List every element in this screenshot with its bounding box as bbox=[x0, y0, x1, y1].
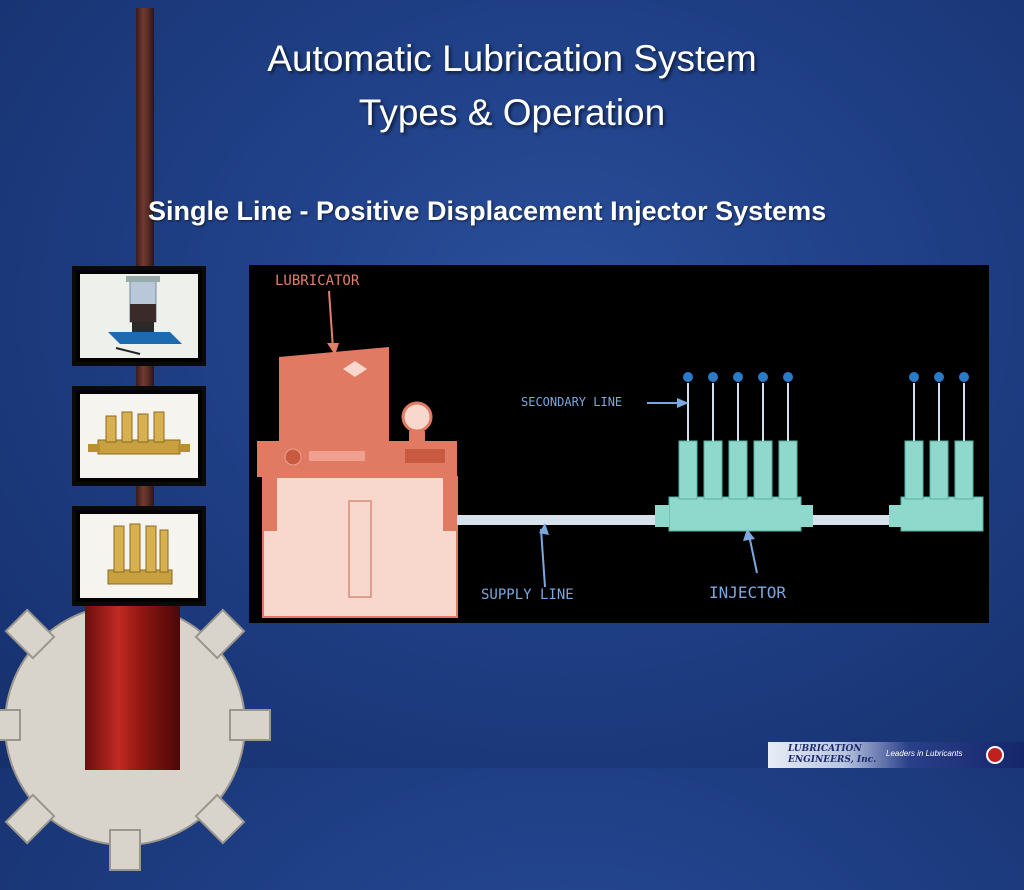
tagline: Leaders in Lubricants bbox=[886, 749, 963, 758]
label-injector: INJECTOR bbox=[709, 583, 787, 602]
lubricator-unit-icon bbox=[257, 347, 458, 618]
injector-bank-2-icon bbox=[889, 372, 984, 532]
logo-line-1: LUBRICATION bbox=[788, 744, 862, 754]
title-line-2: Types & Operation bbox=[358, 92, 666, 133]
company-logo: LUBRICATION ENGINEERS, Inc. bbox=[788, 744, 876, 766]
injector-bank-1-icon bbox=[655, 372, 813, 532]
company-mark-icon bbox=[986, 746, 1004, 764]
label-lubricator: LUBRICATOR bbox=[275, 273, 360, 289]
red-shaft-decoration bbox=[85, 590, 180, 770]
label-supply-line: SUPPLY LINE bbox=[481, 587, 574, 603]
label-secondary-line: SECONDARY LINE bbox=[521, 395, 623, 409]
footer-branding: LUBRICATION ENGINEERS, Inc. Leaders in L… bbox=[768, 742, 1024, 768]
title-line-1: Automatic Lubrication System bbox=[267, 38, 757, 79]
thumbnail-injector-bank bbox=[72, 506, 206, 606]
slide-subtitle: Single Line - Positive Displacement Inje… bbox=[148, 196, 827, 226]
slide: Automatic Lubrication System Types & Ope… bbox=[0, 8, 1024, 871]
logo-line-2: ENGINEERS, Inc. bbox=[788, 755, 877, 765]
injector-manifold-photo-icon bbox=[80, 394, 198, 478]
thumbnail-injector-manifold bbox=[72, 386, 206, 486]
injector-bank-photo-icon bbox=[80, 514, 198, 598]
lubricator-reservoir-photo-icon bbox=[80, 274, 198, 358]
injector-system-diagram: LUBRICATOR SECONDARY LINE SUPPLY LINE IN… bbox=[249, 265, 989, 623]
diagram-artwork bbox=[257, 290, 984, 618]
thumbnail-lubricator bbox=[72, 266, 206, 366]
